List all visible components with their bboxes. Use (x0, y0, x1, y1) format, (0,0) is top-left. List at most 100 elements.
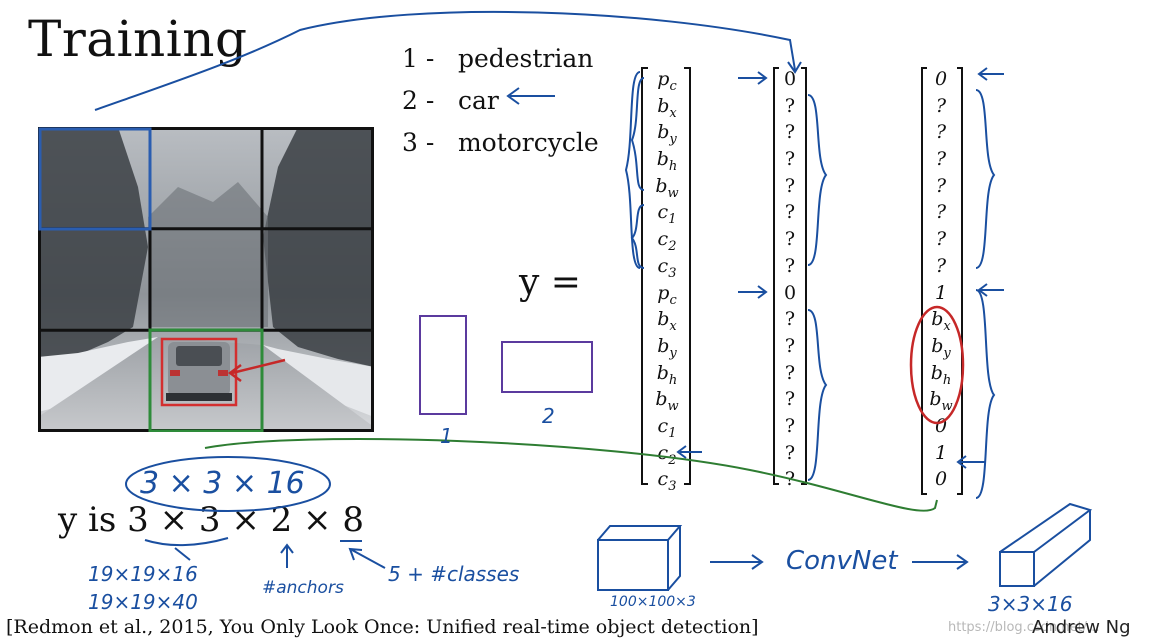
label-vector-entry: c3 (650, 253, 684, 281)
y-equals-label: y = (519, 262, 581, 303)
label-vector-symbol: p (657, 68, 670, 90)
label-vector-subscript: y (669, 345, 677, 361)
label-vector-symbol: c (657, 201, 669, 224)
label-vector-subscript: c (669, 292, 677, 308)
car-vector-subscript: y (943, 345, 951, 361)
label-vector-entry: c3 (650, 466, 684, 494)
label-vector-subscript: 2 (668, 238, 677, 254)
input-volume (597, 525, 683, 591)
arrow-label-c2 (676, 445, 702, 459)
label-vector-subscript: 1 (668, 212, 677, 228)
class-number: 1 - (402, 44, 435, 73)
author-name: Andrew Ng (1032, 617, 1131, 638)
label-vector-entry: c2 (650, 226, 684, 254)
car-vector-symbol: b (931, 308, 944, 331)
class-item-car: 2 - car (402, 80, 599, 122)
citation: [Redmon et al., 2015, You Only Look Once… (6, 616, 759, 638)
label-vector-subscript: c (669, 78, 677, 94)
hand-shape-19-16: 19×19×16 (88, 562, 198, 586)
no-object-vector-brackets (773, 67, 807, 485)
car-vector-symbol: 0 (934, 468, 948, 491)
car-vector-symbol: ? (935, 228, 947, 251)
no-object-vector-entry: ? (784, 94, 796, 117)
car-vector-symbol: 0 (934, 68, 948, 90)
label-vector-subscript: 3 (668, 265, 677, 281)
no-object-vector-entry: ? (784, 388, 796, 411)
label-vector-symbol: c (657, 254, 669, 277)
hand-input-size: 100×100×3 (610, 594, 696, 610)
label-vector-entry: bw (650, 386, 684, 414)
car-vector-subscript: h (942, 372, 952, 388)
car-vector-symbol: b (929, 388, 942, 411)
no-object-vector-entry: ? (784, 361, 796, 384)
label-vector-subscript: h (668, 372, 678, 388)
car-vector-entry: bh (926, 360, 956, 388)
hand-anchor-2: 2 (542, 404, 555, 428)
car-vector-subscript: w (941, 399, 953, 415)
label-vector-entry: pc (650, 66, 684, 94)
class-name: pedestrian (457, 44, 594, 73)
class-list: 1 - pedestrian 2 - car 3 - motorcycle (402, 38, 599, 164)
class-number: 2 - (402, 86, 435, 115)
label-vector-subscript: h (668, 158, 678, 174)
arrow-to-pc-2 (738, 285, 768, 299)
car-vector-symbol: ? (935, 121, 947, 144)
label-vector-entry: c1 (650, 199, 684, 228)
no-object-vector-entry: 0 (783, 68, 797, 90)
car-vector-entry: ? (926, 253, 956, 280)
car-vector-entry: 1 (926, 280, 956, 307)
no-object-vector-entry: 0 (783, 281, 797, 304)
highlight-cell-blue (38, 127, 152, 231)
car-shape (166, 342, 232, 401)
class-name: motorcycle (457, 128, 599, 157)
label-vector-symbol: c (657, 468, 669, 491)
label-vector-entry: bx (650, 306, 684, 334)
no-object-vector-entry: ? (784, 308, 796, 331)
class-number: 3 - (402, 128, 435, 157)
car-vector-entry: ? (926, 119, 956, 146)
red-circle-car-box (909, 305, 965, 425)
y-shape-label: y is 3 × 3 × 2 × 8 (58, 500, 364, 540)
label-vector-subscript: w (667, 185, 679, 201)
brace-car-1 (975, 89, 996, 269)
green-arc-arrow (204, 438, 938, 512)
car-vector-entry: ? (926, 199, 956, 226)
label-vector-symbol: b (657, 94, 670, 117)
brace-label-class (630, 204, 645, 269)
arrow-to-shape (174, 547, 191, 561)
left-snowbank (38, 337, 158, 412)
anchor-box-2 (501, 341, 593, 393)
no-object-vector-entry: ? (784, 228, 796, 251)
label-vector-entry: bh (650, 360, 684, 388)
hand-shape-19-40: 19×19×40 (88, 590, 198, 614)
hand-classes-note: 5 + #classes (388, 562, 520, 586)
label-vector-subscript: x (669, 105, 677, 121)
highlight-cell-green (148, 328, 264, 432)
brace-car-2 (975, 289, 996, 499)
no-object-vector-entry: ? (784, 148, 796, 171)
arrow-to-convnet (710, 554, 764, 570)
car-vector-subscript: x (943, 318, 951, 334)
no-object-vector-entry: ? (784, 121, 796, 144)
brace-label-box-inner (630, 77, 645, 191)
car-vector-entry: 0 (926, 466, 956, 493)
label-vector-subscript: x (669, 318, 677, 334)
car-vector-symbol: ? (935, 148, 947, 171)
car-vector-entry: ? (926, 146, 956, 173)
label-vector-entry: bw (650, 173, 684, 201)
blue-arc-arrow (94, 10, 796, 111)
label-vector-entry: bh (650, 146, 684, 174)
hand-anchor-1: 1 (440, 424, 453, 448)
label-vector-symbol: c (657, 441, 669, 464)
car-vector-entry: ? (926, 93, 956, 120)
arrow-car-pc-2 (977, 283, 1004, 297)
label-vector-symbol: b (657, 121, 670, 144)
red-arrow-car (227, 358, 286, 383)
label-vector-symbol: c (657, 228, 669, 251)
car-vector-symbol: b (931, 334, 944, 357)
label-vector-brackets (641, 67, 691, 485)
label-vector-entry: c2 (650, 440, 684, 468)
